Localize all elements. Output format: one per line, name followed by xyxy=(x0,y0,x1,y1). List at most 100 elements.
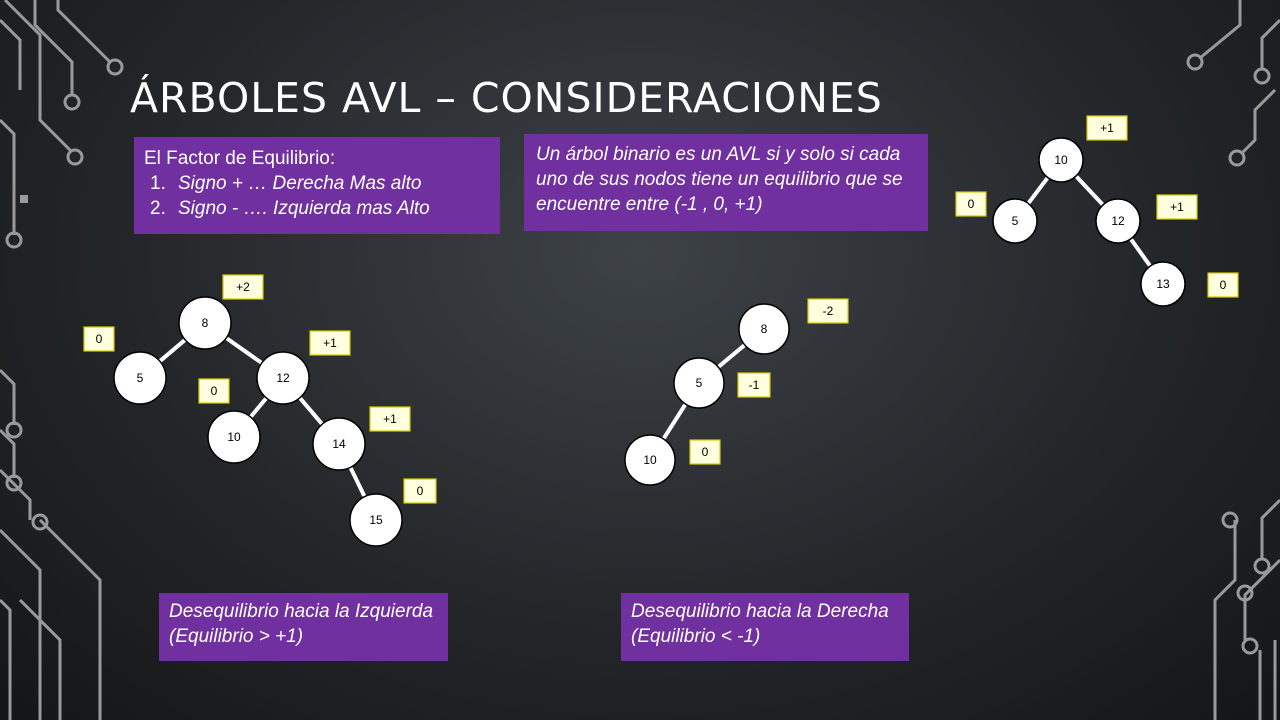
node-value: 5 xyxy=(696,376,703,390)
item-number: 1. xyxy=(150,173,166,194)
balance-factor-label: -2 xyxy=(807,298,849,324)
balance-factor-value: -2 xyxy=(823,304,834,318)
tree-edge xyxy=(298,396,324,426)
balance-factor-value: 0 xyxy=(702,445,709,459)
node-value: 5 xyxy=(1012,214,1019,228)
tree-node: 15 xyxy=(349,493,403,547)
imbalance-left-box: Desequilibrio hacia la Izquierda (Equili… xyxy=(159,593,448,661)
node-value: 5 xyxy=(137,371,144,385)
tree-edge xyxy=(661,403,688,440)
node-value: 12 xyxy=(1111,214,1125,228)
tree-edge xyxy=(348,466,367,498)
tree-node: 10 xyxy=(1038,137,1084,183)
node-circle xyxy=(207,410,261,464)
balance-factor-item: 2. Signo - …. Izquierda mas Alto xyxy=(144,196,490,221)
balance-factor-value: +1 xyxy=(383,412,397,426)
balance-factor-box xyxy=(689,439,721,465)
balance-factor-value: -1 xyxy=(749,378,760,392)
balance-factor-list: 1. Signo + … Derecha Mas alto 2. Signo - …… xyxy=(144,171,490,221)
balance-factor-box xyxy=(1086,115,1128,141)
balance-factor-value: 0 xyxy=(1220,278,1227,292)
item-number: 2. xyxy=(150,198,166,219)
tree-node: 10 xyxy=(624,434,676,486)
tree-node: 10 xyxy=(207,410,261,464)
node-circle xyxy=(624,434,676,486)
balance-factor-value: +2 xyxy=(236,280,250,294)
tree-edge xyxy=(158,338,187,363)
balance-factor-box xyxy=(309,330,351,356)
tree-node: 8 xyxy=(738,303,790,355)
node-circle xyxy=(349,493,403,547)
tree-edge xyxy=(225,336,263,365)
balance-factor-value: +1 xyxy=(1100,121,1114,135)
tree-node: 12 xyxy=(1095,198,1141,244)
node-value: 14 xyxy=(332,437,346,451)
tree-node: 5 xyxy=(113,351,167,405)
balance-factor-box xyxy=(1207,272,1239,298)
node-circle xyxy=(1095,198,1141,244)
balance-factor-box xyxy=(83,326,115,352)
avl-definition-box: Un árbol binario es un AVL si y solo si … xyxy=(524,134,928,231)
balance-factor-value: 0 xyxy=(968,197,975,211)
item-text: Signo + … Derecha Mas alto xyxy=(178,173,422,194)
tree-node: 13 xyxy=(1140,261,1186,307)
tree-edge xyxy=(1074,174,1105,207)
balance-factor-label: 0 xyxy=(83,326,115,352)
node-value: 10 xyxy=(227,430,241,444)
balance-factor-value: +1 xyxy=(323,336,337,350)
balance-factor-value: 0 xyxy=(417,484,424,498)
balance-factor-label: +1 xyxy=(309,330,351,356)
tree-node: 12 xyxy=(256,351,310,405)
balance-factor-label: -1 xyxy=(737,372,771,398)
balance-factor-label: +1 xyxy=(1086,115,1128,141)
balance-factor-item: 1. Signo + … Derecha Mas alto xyxy=(144,171,490,196)
node-value: 10 xyxy=(1054,153,1068,167)
node-circle xyxy=(1038,137,1084,183)
tree-right-heavy: 8 5 12 10 14 15 +2 0 +1 0 +1 0 xyxy=(83,274,437,547)
balance-factor-box xyxy=(1156,194,1198,220)
node-value: 10 xyxy=(643,453,657,467)
node-circle xyxy=(256,351,310,405)
node-circle xyxy=(738,303,790,355)
balance-factor-box: El Factor de Equilibrio: 1. Signo + … Der… xyxy=(134,137,500,234)
balance-factor-label: 0 xyxy=(1207,272,1239,298)
node-value: 8 xyxy=(761,322,768,336)
balance-factor-box xyxy=(737,372,771,398)
item-text: Signo - …. Izquierda mas Alto xyxy=(178,198,430,219)
node-circle xyxy=(312,417,366,471)
balance-factor-box xyxy=(222,274,264,300)
balance-factor-heading: El Factor de Equilibrio: xyxy=(144,148,336,169)
imbalance-right-box: Desequilibrio hacia la Derecha (Equilibr… xyxy=(621,593,909,661)
tree-node: 5 xyxy=(673,357,725,409)
node-value: 8 xyxy=(202,316,209,330)
balance-factor-label: 0 xyxy=(955,191,987,217)
node-value: 13 xyxy=(1156,277,1170,291)
tree-left-heavy: 8 5 10 -2 -1 0 xyxy=(624,298,849,486)
node-circle xyxy=(673,357,725,409)
tree-avl: 10 5 12 13 +1 0 +1 0 xyxy=(955,115,1239,307)
tree-node: 5 xyxy=(992,198,1038,244)
balance-factor-box xyxy=(369,406,411,432)
balance-factor-value: 0 xyxy=(211,384,218,398)
balance-factor-label: +2 xyxy=(222,274,264,300)
balance-factor-label: 0 xyxy=(403,478,437,504)
balance-factor-value: 0 xyxy=(96,332,103,346)
node-value: 12 xyxy=(276,371,290,385)
balance-factor-label: +1 xyxy=(369,406,411,432)
tree-edge xyxy=(249,396,268,419)
balance-factor-value: +1 xyxy=(1170,200,1184,214)
node-value: 15 xyxy=(369,513,383,527)
node-circle xyxy=(1140,261,1186,307)
tree-edge xyxy=(716,343,747,369)
balance-factor-label: 0 xyxy=(689,439,721,465)
tree-node: 14 xyxy=(312,417,366,471)
tree-edge xyxy=(1026,176,1050,205)
balance-factor-box xyxy=(198,378,230,404)
node-circle xyxy=(178,296,232,350)
balance-factor-box xyxy=(807,298,849,324)
balance-factor-label: 0 xyxy=(198,378,230,404)
page-title: ÁRBOLES AVL – CONSIDERACIONES xyxy=(130,74,883,122)
tree-node: 8 xyxy=(178,296,232,350)
